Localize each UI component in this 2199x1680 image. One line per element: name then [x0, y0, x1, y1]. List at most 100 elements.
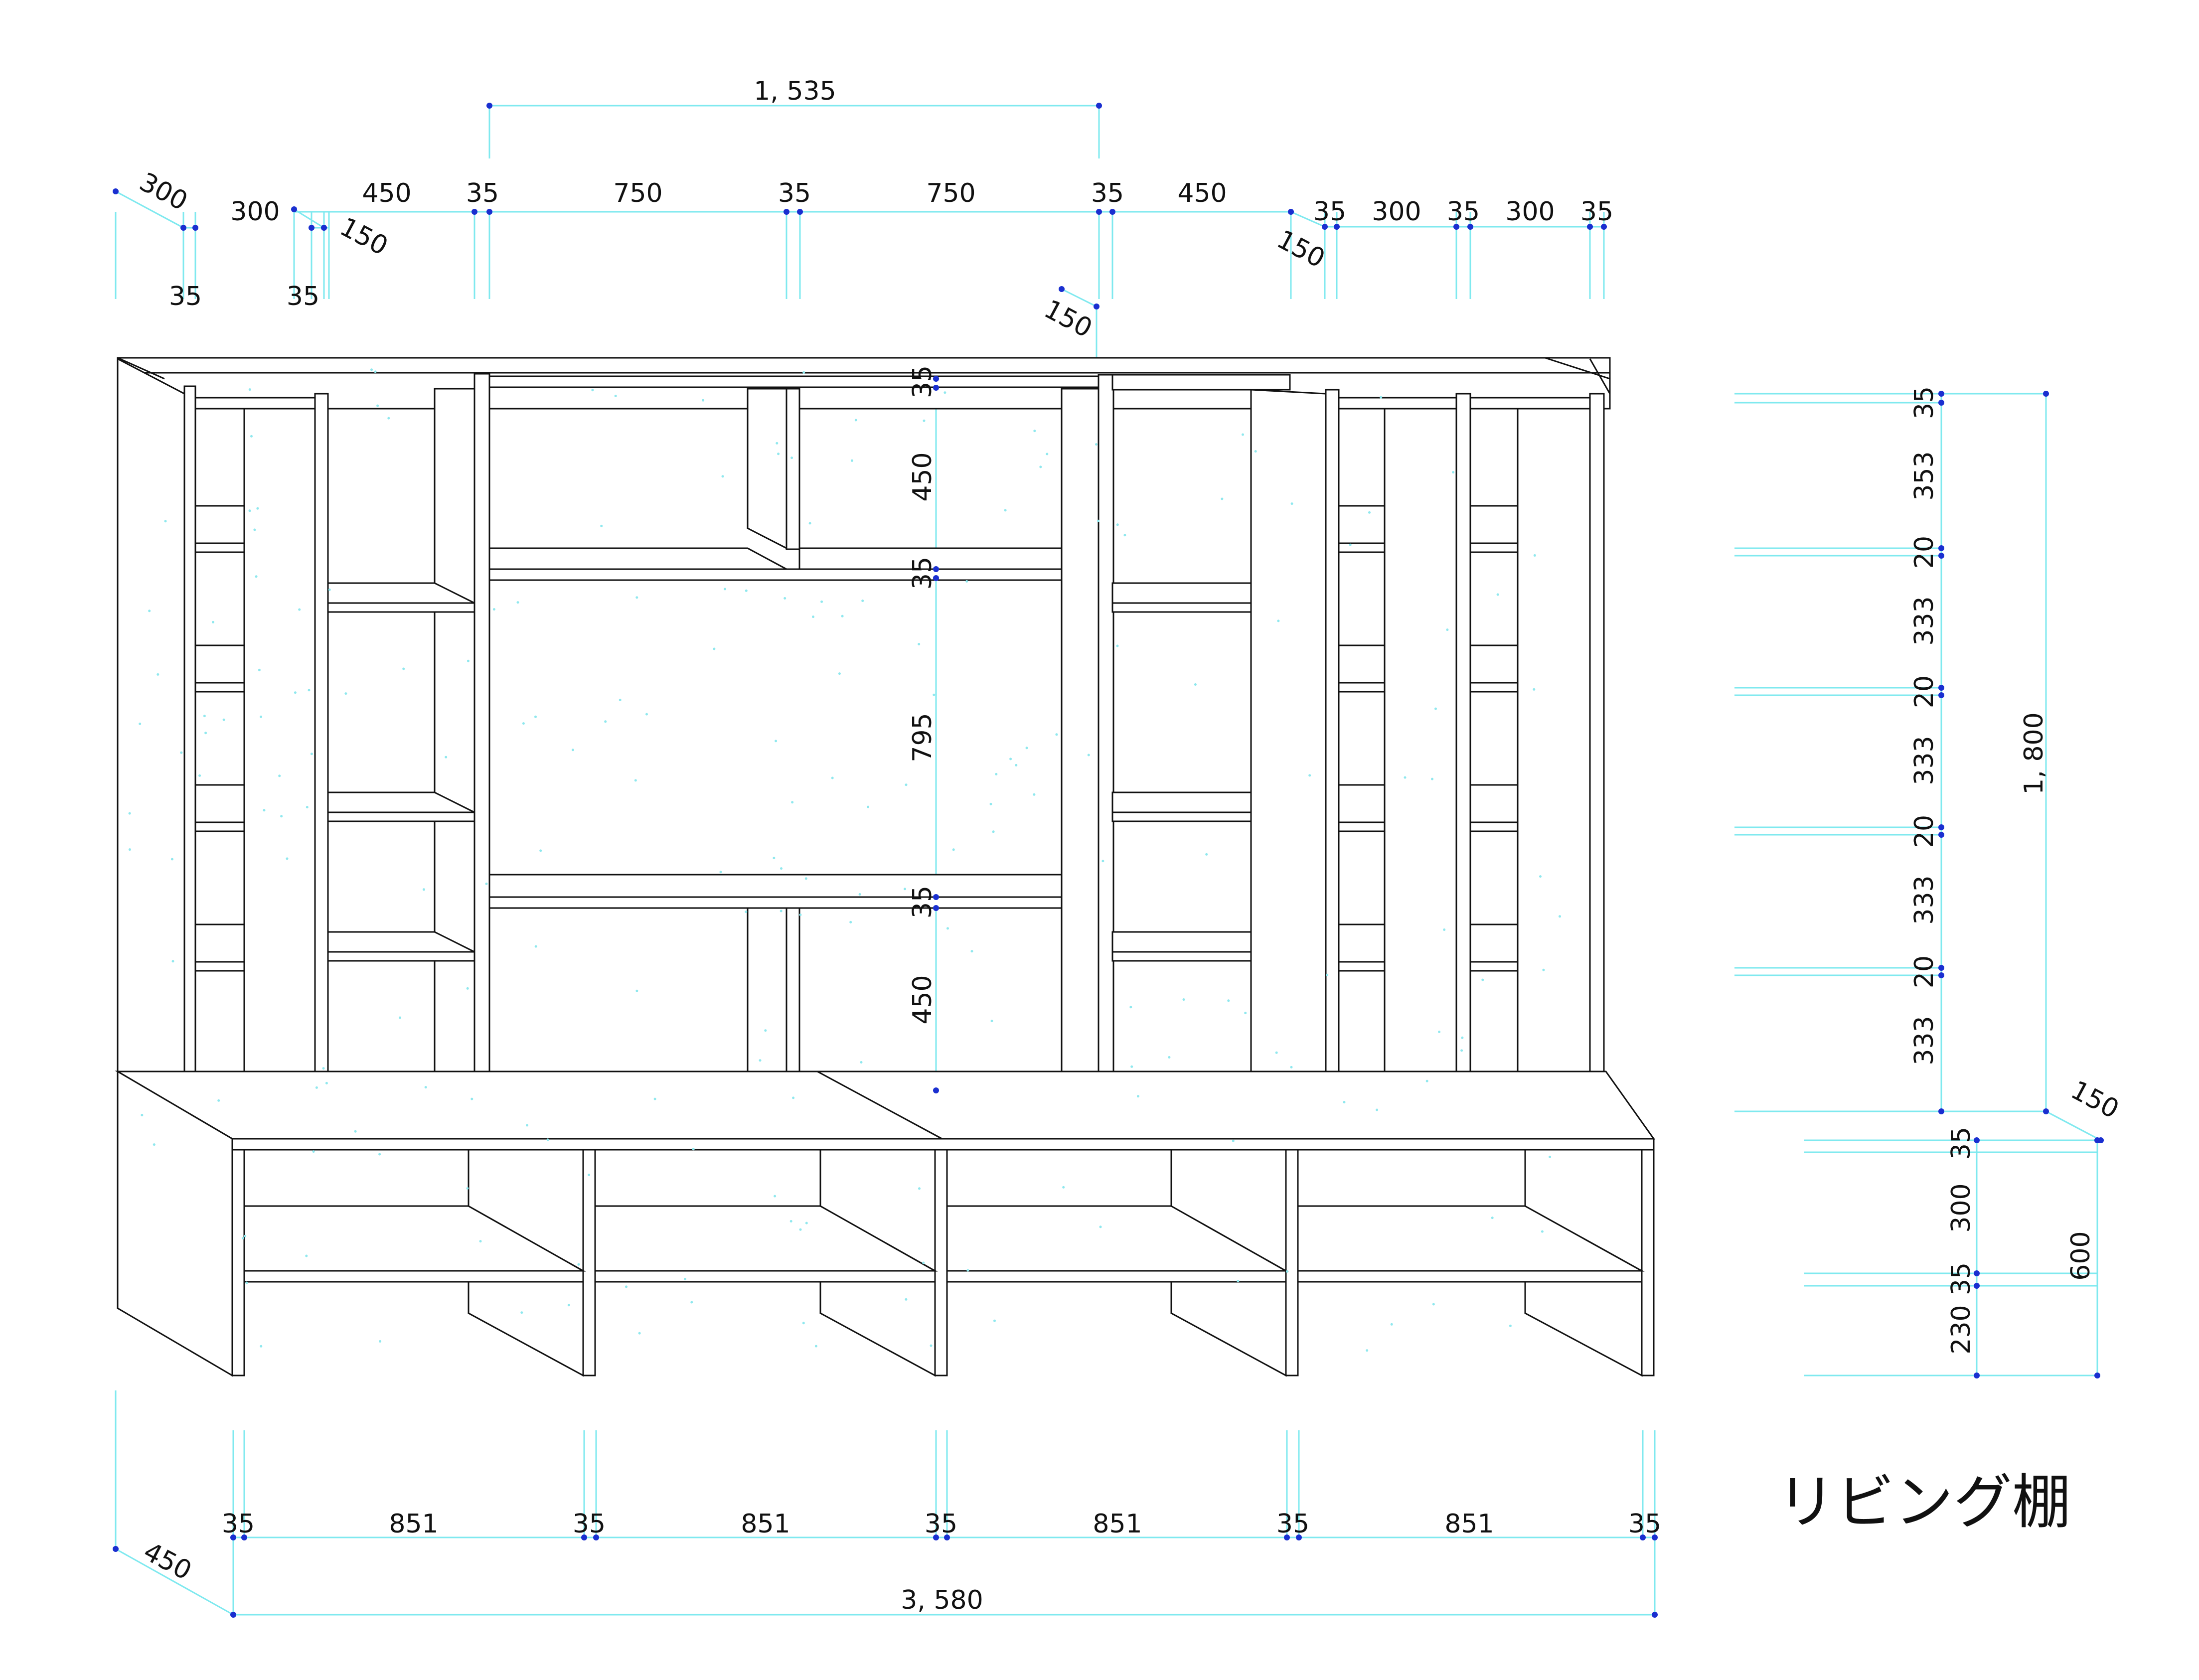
speckle-dot — [653, 1097, 656, 1100]
dim-top-depth-left: 300 — [135, 167, 192, 217]
speckle-dot — [204, 732, 207, 735]
speckle-dot — [970, 950, 973, 953]
speckle-dot — [139, 722, 142, 725]
speckle-dot — [128, 812, 131, 815]
dim-point-47 — [1974, 1373, 1980, 1378]
upper-left-side-panel — [117, 357, 185, 1109]
speckle-dot — [604, 720, 607, 723]
dim-top-35-c: 35 — [1091, 178, 1124, 208]
speckle-dot — [1559, 915, 1561, 918]
speckle-dot — [802, 371, 805, 374]
right450-right-stile — [1325, 389, 1340, 1108]
speckle-dot — [850, 459, 853, 462]
dim-top-450-left: 450 — [362, 178, 411, 208]
dim-bottom-35-c: 35 — [925, 1509, 957, 1539]
center-mid-shelf-front — [488, 568, 1100, 581]
dim-right-lower-overall-600: 600 — [2066, 1231, 2096, 1280]
speckle-dot — [808, 522, 811, 525]
dim-point-49 — [2094, 1373, 2100, 1378]
speckle-dot — [305, 1254, 308, 1257]
dim-point-46 — [1974, 1283, 1980, 1289]
dim-point-23 — [933, 376, 939, 382]
dim-point-15 — [1322, 224, 1328, 230]
speckle-dot — [784, 597, 786, 600]
speckle-dot — [993, 1319, 996, 1322]
speckle-dot — [780, 910, 783, 913]
speckle-dot — [838, 672, 841, 675]
dim-depth-150-a: 150 — [335, 212, 393, 262]
speckle-dot — [1542, 968, 1545, 971]
center-low-shelf-top — [488, 874, 1101, 898]
base-bay-divider-upper-1 — [819, 1149, 936, 1272]
speckle-dot — [591, 389, 594, 392]
speckle-dot — [539, 849, 542, 852]
dim-point-61 — [230, 1612, 236, 1618]
dim-point-39 — [1938, 972, 1944, 978]
dim-point-58 — [1640, 1534, 1646, 1540]
speckle-dot — [253, 528, 256, 531]
speckle-dot — [905, 783, 908, 786]
speckle-dot — [148, 610, 151, 612]
right-bay-divider-0 — [1384, 408, 1457, 1109]
speckle-dot — [1461, 1036, 1464, 1039]
dim-point-9 — [486, 209, 492, 215]
speckle-dot — [1509, 1324, 1512, 1327]
upper-top-board — [117, 357, 1611, 374]
left450-shelf-front-1 — [327, 811, 475, 822]
speckle-dot — [1368, 511, 1371, 514]
speckle-dot — [713, 647, 716, 650]
left-bay-divider — [243, 408, 316, 1109]
speckle-dot — [387, 417, 390, 420]
speckle-dot — [1404, 776, 1407, 779]
speckle-dot — [467, 659, 470, 662]
dim-bottom-35-d: 35 — [1276, 1509, 1309, 1539]
speckle-dot — [157, 673, 159, 676]
right-bay-top-1 — [1469, 397, 1591, 410]
base-stile-2 — [934, 1149, 948, 1376]
upper-right-top-corner — [1589, 358, 1611, 394]
speckle-dot — [376, 404, 379, 407]
dim-right-lower-230: 230 — [1946, 1305, 1976, 1354]
speckle-dot — [315, 1086, 318, 1089]
speckle-dot — [922, 1261, 925, 1264]
dim-right-333-d: 333 — [1909, 1016, 1939, 1065]
dim-point-48 — [2094, 1137, 2100, 1143]
speckle-dot — [792, 1096, 795, 1099]
speckle-dot — [1046, 453, 1049, 456]
speckle-dot — [379, 1340, 382, 1343]
speckle-dot — [260, 715, 263, 718]
speckle-dot — [445, 756, 448, 759]
speckle-dot — [989, 802, 992, 805]
dim-right-lower-35-a: 35 — [1946, 1127, 1976, 1160]
dim-point-10 — [784, 209, 789, 215]
dim-point-33 — [1938, 553, 1944, 559]
dim-point-18 — [1467, 224, 1473, 230]
base-bay-divider-lower-3 — [1524, 1281, 1643, 1377]
dim-top-left-bay: 300 — [230, 197, 280, 227]
speckle-dot — [933, 693, 936, 696]
speckle-dot — [312, 1150, 315, 1153]
dim-right-20-d: 20 — [1909, 955, 1939, 988]
dim-point-8 — [471, 209, 477, 215]
dim-bottom-35-b: 35 — [573, 1509, 606, 1539]
base-top-surface — [115, 1070, 1655, 1140]
speckle-dot — [1380, 396, 1383, 399]
speckle-dot — [791, 801, 794, 804]
speckle-dot — [1452, 471, 1455, 474]
speckle-dot — [526, 1124, 528, 1127]
dim-right-353: 353 — [1909, 451, 1939, 500]
dim-bottom-851-c: 851 — [1093, 1509, 1142, 1539]
right450-divider-side — [1250, 389, 1327, 1109]
speckle-dot — [1101, 860, 1104, 863]
speckle-dot — [424, 1086, 427, 1089]
dim-point-59 — [1652, 1534, 1658, 1540]
left450-shelf-front-0 — [327, 602, 475, 613]
speckle-dot — [485, 882, 488, 885]
dim-point-20 — [1601, 224, 1607, 230]
speckle-dot — [164, 520, 167, 523]
dim-right-depth-150: 150 — [2066, 1075, 2124, 1125]
dim-point-13 — [1109, 209, 1115, 215]
speckle-dot — [306, 806, 309, 809]
speckle-dot — [745, 911, 748, 914]
